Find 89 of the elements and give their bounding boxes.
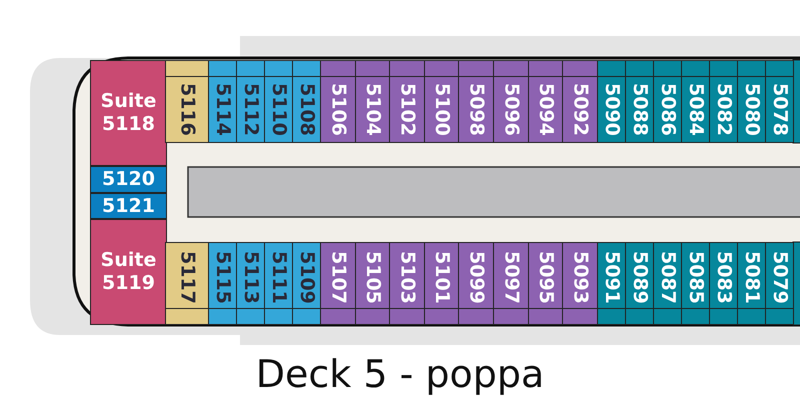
cabin: [493, 60, 529, 143]
cabin: [236, 242, 265, 325]
cabin-number: 5106: [328, 83, 348, 138]
cabin: [208, 60, 237, 143]
cabin: [424, 60, 460, 143]
cabin: [562, 242, 598, 325]
suite-cabin: [90, 193, 167, 219]
cabin: [528, 242, 564, 325]
cabin: [320, 60, 356, 143]
cabin: [354, 60, 390, 143]
cabin-number: 5121: [101, 194, 156, 218]
cabin: [236, 60, 265, 143]
cabin-number: 5080: [742, 83, 761, 138]
cabin-number: 5085: [686, 251, 705, 306]
cabin-number: 5079: [770, 251, 789, 306]
cabin-number: 5089: [630, 251, 649, 306]
cabin: [165, 242, 209, 325]
cabin-number: 5108: [297, 83, 316, 138]
cabin: [292, 60, 321, 143]
cabin: [764, 242, 794, 325]
cabin-number: 5104: [362, 83, 382, 138]
cabin: [652, 60, 682, 143]
cabin-number: 5092: [570, 83, 590, 138]
cabin-number: 5112: [241, 83, 260, 138]
cabin-number: 5097: [501, 251, 520, 306]
cabin: [680, 242, 710, 325]
cabin-number: Suite 5118: [100, 90, 158, 136]
cabin: [736, 60, 766, 143]
cabin: [652, 242, 682, 325]
cabin-number: 5109: [297, 251, 316, 306]
cabin: [320, 242, 356, 325]
cabin: [165, 60, 209, 143]
cabin-number: 5078: [770, 83, 789, 138]
cabin-number: 5099: [466, 251, 486, 306]
suite-cabin: [90, 219, 167, 325]
cabin-number: Suite 5119: [100, 249, 158, 295]
deck-title: Deck 5 - poppa: [254, 352, 546, 396]
cabin: [493, 242, 529, 325]
cabin-number: 5103: [397, 251, 416, 306]
cabin-number: 5091: [602, 251, 621, 306]
cabin-number: 5110: [269, 83, 288, 138]
cabin: [562, 60, 598, 143]
cabin-number: 5101: [432, 251, 452, 306]
cabin: [264, 60, 293, 143]
cabin: [680, 60, 710, 143]
cabin: [389, 60, 425, 143]
suite-cabin: [90, 60, 167, 166]
cabin-number: 5096: [501, 83, 520, 138]
cabin: [708, 60, 738, 143]
cabin-number: 5094: [536, 83, 555, 138]
cabin-number: 5093: [570, 251, 590, 306]
cabin-number: 5117: [178, 251, 196, 306]
cabin-number: 5095: [536, 251, 555, 306]
cabin: [208, 242, 237, 325]
cabin-number: 5084: [686, 83, 705, 138]
cabin: [736, 242, 766, 325]
suite-cabin: [90, 166, 167, 193]
cabin-number: 5114: [213, 83, 232, 138]
cabin: [458, 60, 494, 143]
cabin-number: 5111: [269, 251, 288, 306]
cabin-number: 5087: [658, 251, 677, 306]
cabin-number: 5105: [362, 251, 382, 306]
cabin-number: 5082: [714, 83, 733, 138]
cabin-number: 5098: [466, 83, 486, 138]
cabin-number: 5100: [432, 83, 452, 138]
cabin: [596, 60, 626, 143]
cabin: [292, 242, 321, 325]
cabin: [458, 242, 494, 325]
cabin-number: 5088: [630, 83, 649, 138]
cabin: [624, 60, 654, 143]
cabin-number: 5086: [658, 83, 677, 138]
cabin-number: 5120: [101, 168, 156, 191]
cabin-number: 5083: [714, 251, 733, 306]
cabin-number: 5115: [213, 251, 232, 306]
cabin: [596, 242, 626, 325]
cabin: [389, 242, 425, 325]
cabin: [624, 242, 654, 325]
cabin-number: 5102: [397, 83, 416, 138]
cabin-number: 5090: [602, 83, 621, 138]
cabin: [354, 242, 390, 325]
cabin: [264, 242, 293, 325]
cabin: [528, 60, 564, 143]
cabin: [424, 242, 460, 325]
cabin-number: 5113: [241, 251, 260, 306]
cabin-number: 5107: [328, 251, 348, 306]
cabin-number: 5081: [742, 251, 761, 306]
cabin-number: 5116: [178, 83, 196, 138]
cabin: [708, 242, 738, 325]
cabin: [764, 60, 794, 143]
